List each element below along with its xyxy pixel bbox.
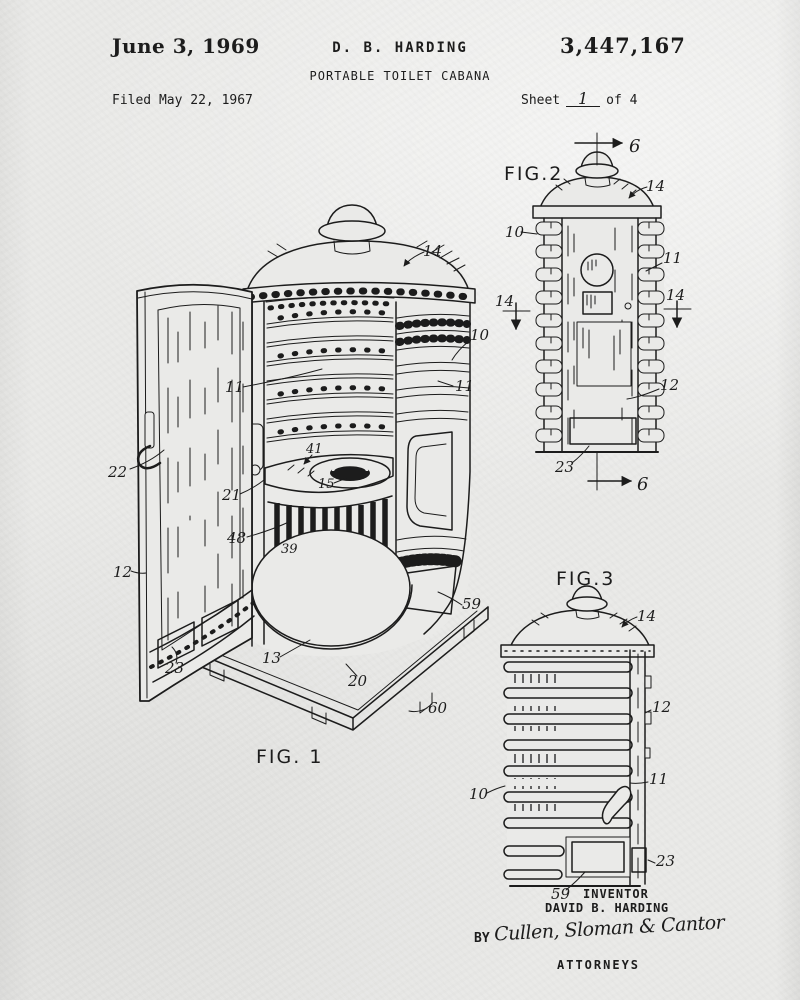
fig3-handle xyxy=(601,785,632,825)
fig1-ref-41: 41 xyxy=(305,442,323,457)
fig1-ref-12: 12 xyxy=(113,563,132,581)
fig1-door-vents xyxy=(149,589,255,683)
fig1-cornice xyxy=(242,281,476,304)
applicant-name: D. B. HARDING xyxy=(332,40,468,56)
fig3: 14 12 11 10 23 59 FIG.3 xyxy=(469,568,675,903)
fig2-left-ribs xyxy=(535,217,563,453)
sheet-number-handwritten: 1 xyxy=(566,91,601,107)
fig1-ref-14: 14 xyxy=(423,242,442,260)
patent-date: June 3, 1969 xyxy=(112,34,260,58)
fig2: 6 6 14 10 11 14 14 12 23 FIG.2 xyxy=(495,132,692,495)
fig1-vent-cap xyxy=(318,204,386,255)
fig1-door-handle xyxy=(136,411,162,470)
fig2-ref-10: 10 xyxy=(505,223,525,241)
fig1-ref-39: 39 xyxy=(281,542,298,557)
fig3-vent-cap xyxy=(566,585,608,620)
fig2-section-lines xyxy=(502,132,692,491)
invention-title: PORTABLE TOILET CABANA xyxy=(309,69,491,83)
fig1-ref-10: 10 xyxy=(470,326,490,344)
fig1-ref-48: 48 xyxy=(226,529,246,547)
fig2-ref-11: 11 xyxy=(663,249,682,267)
fig3-ref-11: 11 xyxy=(649,770,668,788)
fig1-dome xyxy=(246,240,470,292)
filed-date: Filed May 22, 1967 xyxy=(112,93,253,108)
fig2-section-6-bottom: 6 xyxy=(637,474,648,495)
fig3-latch xyxy=(631,847,647,873)
fig2-right-ribs xyxy=(637,217,665,453)
fig2-knob xyxy=(624,302,632,310)
fig3-ref-12: 12 xyxy=(652,698,671,716)
fig3-ribs xyxy=(503,661,633,880)
by-label: BY xyxy=(474,931,490,946)
fig3-ref-59: 59 xyxy=(551,885,571,903)
fig1-ref-22: 22 xyxy=(107,463,127,481)
inventor-label: INVENTOR xyxy=(583,887,649,901)
fig1-ref-13: 13 xyxy=(262,649,281,667)
fig3-vent-grille xyxy=(565,836,631,878)
fig3-caption: FIG.3 xyxy=(556,568,615,590)
fig1-ref-59: 59 xyxy=(462,595,482,613)
fig1-ref-15: 15 xyxy=(318,477,335,492)
fig1-right-wall xyxy=(394,301,471,635)
fig2-ref-14-left: 14 xyxy=(495,292,514,310)
fig1-door-latch-panel xyxy=(406,431,453,531)
fig1-leaders xyxy=(129,251,470,713)
fig1-ref-11-right: 11 xyxy=(455,377,474,395)
fig1-interior xyxy=(244,295,413,650)
fig3-ref-23: 23 xyxy=(655,852,675,870)
fig2-cornice xyxy=(532,205,662,219)
fig2-ref-14-dome: 14 xyxy=(646,177,665,195)
fig1: 14 10 11 11 22 41 15 21 48 39 12 23 13 2… xyxy=(107,204,490,768)
fig3-ref-14: 14 xyxy=(637,607,656,625)
fig1-floor-mesh xyxy=(249,529,413,650)
fig2-window xyxy=(580,253,614,287)
fig2-caption: FIG.2 xyxy=(504,163,563,185)
fig2-vent-grille xyxy=(569,417,637,445)
fig1-door xyxy=(136,283,255,702)
sheet-of-label: of 4 xyxy=(606,93,638,108)
fig2-section-6-top: 6 xyxy=(629,136,640,157)
fig2-ref-12: 12 xyxy=(660,376,679,394)
fig2-panel xyxy=(582,291,613,315)
fig2-ref-23: 23 xyxy=(554,458,574,476)
fig1-ref-21: 21 xyxy=(221,486,241,504)
fig3-dome xyxy=(508,609,651,651)
inventor-name: DAVID B. HARDING xyxy=(545,901,669,915)
fig3-leaders xyxy=(486,616,656,891)
fig1-interior-ribs xyxy=(266,316,394,443)
fig2-leaders xyxy=(520,186,663,464)
fig1-ref-60: 60 xyxy=(428,699,448,717)
fig1-ref-20: 20 xyxy=(347,672,368,690)
fig1-caption: FIG. 1 xyxy=(256,746,323,768)
sheet-indicator: Sheet 1 of 4 xyxy=(521,91,638,109)
fig2-ref-14-right: 14 xyxy=(666,286,685,304)
patent-number: 3,447,167 xyxy=(560,33,686,58)
fig1-ref-11-inner: 11 xyxy=(225,378,244,396)
fig1-ref-23: 23 xyxy=(164,659,184,677)
fig3-ref-10: 10 xyxy=(469,785,489,803)
attorneys-label: ATTORNEYS xyxy=(557,958,641,972)
fig1-door-shading xyxy=(167,305,244,641)
sheet-label: Sheet xyxy=(521,93,561,108)
fig2-door-panel xyxy=(576,321,632,387)
